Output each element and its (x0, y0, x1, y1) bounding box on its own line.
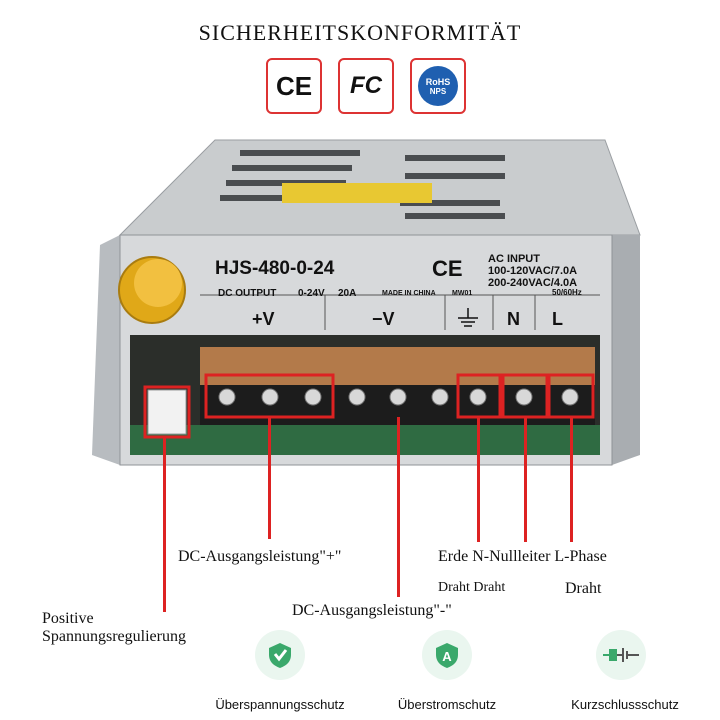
label-dividers (200, 294, 600, 330)
minus-callout-line (397, 417, 400, 597)
ac-input-line2: 200-240VAC/4.0A (488, 277, 578, 289)
jst-connector (147, 389, 187, 435)
feature-label-overcurrent: Überstromschutz (397, 697, 497, 712)
dc-output-label: DC OUTPUT (218, 288, 277, 299)
wire-callout: Draht (565, 580, 602, 597)
positive-reg-line2: Spannungsregulierung (42, 628, 186, 645)
ac-input-heading: AC INPUT (488, 253, 540, 265)
warning-sticker (282, 183, 432, 203)
terminal-pos-label: +V (252, 309, 275, 329)
battery-icon (596, 630, 646, 680)
voltage-range-label: 0-24V (298, 288, 325, 299)
connector-box (143, 385, 191, 439)
shield-check-icon (255, 630, 305, 680)
made-in-label: MADE IN CHINA (382, 290, 436, 297)
rohs-cert-badge: RoHS NPS (410, 58, 466, 114)
housing-right-side (612, 235, 640, 465)
feature-label-shortcircuit: Kurzschlussschutz (571, 697, 679, 712)
regulator-callout-line (163, 437, 166, 612)
shield-a-icon: A (422, 630, 472, 680)
dc-minus-callout: DC-Ausgangsleistung"-" (292, 602, 452, 619)
ce-cert-label: CE (275, 70, 313, 101)
rohs-seal-icon: RoHS NPS (418, 66, 458, 106)
power-supply-illustration (92, 139, 641, 466)
terminal-screws (218, 388, 579, 406)
page-title: SICHERHEITSKONFORMITÄT (198, 20, 522, 45)
earth-ground-icon (458, 308, 478, 327)
voltage-knob-top (134, 259, 182, 307)
positive-reg-line1: Positive (42, 610, 94, 627)
svg-text:A: A (442, 649, 452, 664)
feature-label-overvoltage: Überspannungsschutz (215, 697, 345, 712)
terminal-l-label: L (552, 309, 563, 329)
ce-cert-badge: CE (266, 58, 322, 114)
nps-label: NPS (429, 86, 447, 96)
terminal-n-label: N (507, 309, 520, 329)
pcb-board (130, 425, 600, 455)
ac-input-line1: 100-120VAC/7.0A (488, 265, 578, 277)
terminal-neg-label: −V (372, 309, 395, 329)
housing-left-side (92, 235, 120, 465)
fcc-cert-label: FC (350, 72, 382, 99)
ac-input-block: AC INPUT 100-120VAC/7.0A 200-240VAC/4.0A (488, 253, 577, 289)
l-callout-line (570, 417, 573, 542)
ce-mark-label: CE (432, 256, 463, 281)
earth-callout-line (477, 417, 480, 542)
wire-sub-callout: Draht Draht (438, 580, 506, 595)
dc-plus-callout: DC-Ausgangsleistung"+" (178, 548, 342, 565)
frequency-label: 50/60Hz (552, 288, 582, 297)
earth-n-l-callout: Erde N-Nullleiter L-Phase (438, 548, 607, 565)
rohs-label: RoHS (425, 76, 451, 87)
current-label: 20A (338, 288, 357, 299)
model-label: HJS-480-0-24 (215, 258, 335, 279)
code-label: MW01 (452, 290, 473, 297)
plus-callout-line (268, 417, 271, 539)
n-callout-line (524, 417, 527, 542)
fcc-cert-badge: FC (338, 58, 394, 114)
